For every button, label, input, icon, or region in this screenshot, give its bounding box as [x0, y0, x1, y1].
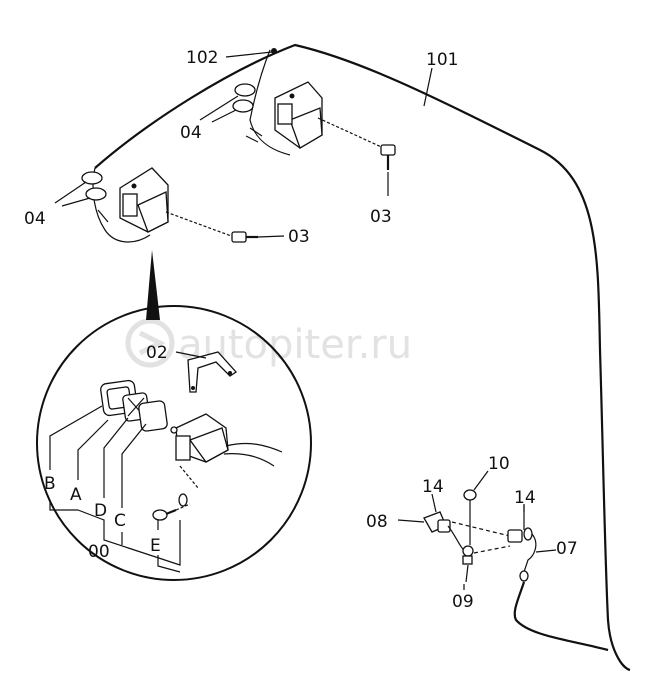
- callout-101: 101: [426, 50, 458, 70]
- bracket-02: [175, 351, 237, 393]
- bolt-03-upper: [380, 144, 396, 196]
- work-lamp-left: [119, 167, 235, 238]
- callout-03-left: 03: [288, 227, 310, 247]
- leader-102: [225, 51, 273, 58]
- detail-leaders: [49, 405, 181, 573]
- callout-10: 10: [488, 454, 510, 474]
- clamp-04-upper: [199, 83, 263, 143]
- callout-14-left: 14: [422, 477, 444, 497]
- harness-branch-left: [92, 167, 151, 243]
- callout-04-left: 04: [24, 209, 46, 229]
- callout-102: 102: [186, 48, 218, 68]
- clamp-04-left: [54, 171, 109, 223]
- lamp-lens-parts: [100, 379, 168, 432]
- callout-03-upper: 03: [370, 207, 392, 227]
- callout-09: 09: [452, 592, 474, 612]
- callout-b: B: [44, 474, 56, 494]
- callout-a: A: [70, 485, 82, 505]
- bolt-03-left: [231, 231, 285, 243]
- callout-08: 08: [366, 512, 388, 532]
- callout-14-right: 14: [514, 488, 536, 508]
- connector-102: [271, 48, 277, 54]
- callout-e: E: [150, 536, 161, 556]
- harness-branch: [249, 49, 291, 156]
- lamp-body-detail: [170, 413, 283, 467]
- leader-14a: [431, 493, 437, 513]
- leader-101: [423, 67, 433, 107]
- callout-00: 00: [88, 542, 110, 562]
- callout-02: 02: [146, 343, 168, 363]
- screw-e: [152, 465, 199, 521]
- main-harness-101: [94, 43, 631, 672]
- work-lamp-upper: [274, 81, 389, 151]
- switch-assembly: [397, 489, 609, 652]
- callout-c: C: [114, 511, 126, 531]
- leader-10: [473, 470, 489, 491]
- detail-circle: [36, 305, 312, 581]
- callout-07: 07: [556, 539, 578, 559]
- callout-04-upper: 04: [180, 123, 202, 143]
- callout-d: D: [94, 501, 107, 521]
- detail-pointer: [146, 250, 160, 320]
